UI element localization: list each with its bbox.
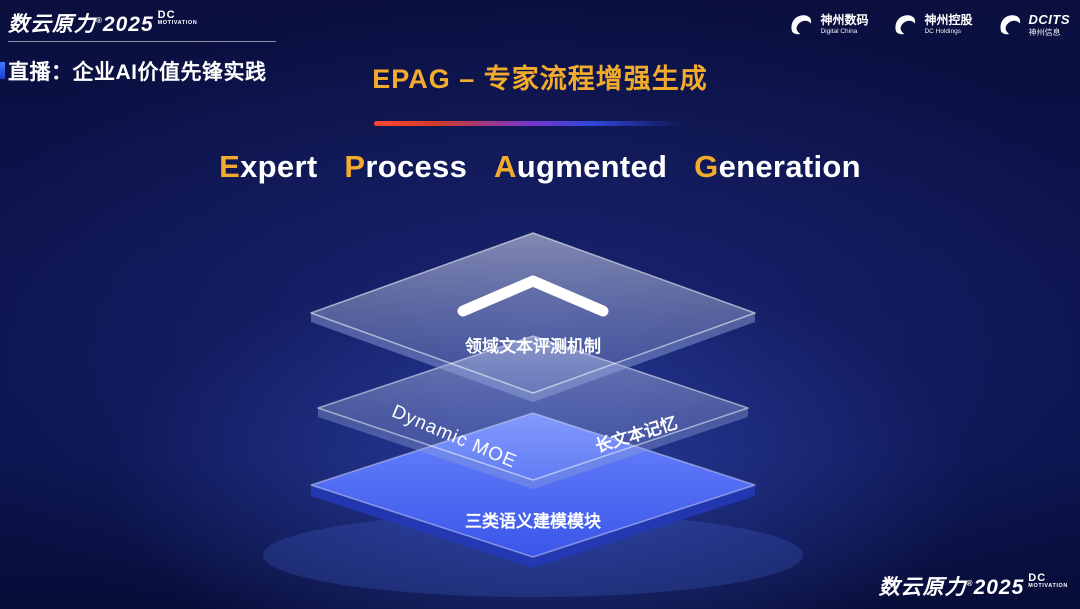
- logo-dc-holdings: 神州控股 DC Holdings: [892, 12, 973, 38]
- brand-dc-label: DC: [1028, 572, 1047, 584]
- logo-text: 神州数码 Digital China: [820, 13, 869, 36]
- brand-year: 2025: [973, 576, 1025, 599]
- brand-dc-label: DC: [157, 9, 176, 21]
- digital-china-swoosh-icon: [791, 15, 812, 35]
- corporate-logos: 神州数码 Digital China 神州控股 DC Holdings DCIT…: [788, 12, 1070, 38]
- live-label: 直播：企业AI价值先锋实践: [8, 61, 267, 84]
- layer-top-label: 领域文本评测机制: [465, 336, 601, 356]
- brand-name: 数云原力: [878, 576, 967, 599]
- brand-motivation-label: MOTIVATION: [1028, 583, 1068, 589]
- brand-motivation-label: MOTIVATION: [157, 20, 198, 26]
- logo-subtitle: 神州信息: [1028, 27, 1061, 37]
- logo-dcits: DCITS 神州信息: [997, 12, 1071, 38]
- logo-name: 神州控股: [924, 13, 973, 28]
- logo-text: 神州控股 DC Holdings: [924, 13, 973, 36]
- brand-name: 数云原力: [8, 13, 96, 36]
- layer-bottom-face: [310, 412, 756, 558]
- brand-wordmark: 数云原力®2025: [8, 8, 154, 38]
- brand-logo-bottom-right: 数云原力®2025 DC MOTIVATION: [879, 571, 1068, 601]
- logo-text: DCITS 神州信息: [1028, 11, 1071, 37]
- brand-subtext: DC MOTIVATION: [158, 10, 198, 27]
- slide-title: EPAG – 专家流程增强生成: [372, 64, 708, 94]
- layer-bottom: 三类语义建模模块: [310, 412, 756, 568]
- layer-top-face: [310, 232, 756, 394]
- logo-subtitle: DC Holdings: [924, 28, 961, 36]
- logo-subtitle: Digital China: [820, 28, 858, 36]
- brand-reg-mark: ®: [966, 579, 974, 588]
- title-word-rest: rocess: [365, 149, 468, 184]
- dc-holdings-swoosh-icon: [895, 15, 916, 35]
- chevron-up-icon: [457, 275, 609, 317]
- logo-digital-china: 神州数码 Digital China: [788, 12, 868, 38]
- title-accent-letter: A: [494, 149, 517, 184]
- brand-logo-top-left: 数云原力®2025 DC MOTIVATION: [8, 8, 276, 42]
- main-title-word: Expert: [219, 149, 317, 185]
- brand-reg-mark: ®: [96, 16, 103, 25]
- main-title-word: Augmented: [494, 149, 667, 185]
- layer-middle: Dynamic MOE 长文本记忆: [317, 335, 749, 489]
- layer-middle-face: [317, 335, 749, 481]
- layer-bottom-label: 三类语义建模模块: [465, 511, 602, 531]
- title-word-rest: ugmented: [516, 149, 668, 184]
- brand-row: 数云原力®2025 DC MOTIVATION: [8, 8, 276, 38]
- brand-subtext: DC MOTIVATION: [1028, 573, 1068, 590]
- gradient-divider: [374, 121, 694, 126]
- title-accent-letter: G: [694, 149, 719, 184]
- title-accent-letter: E: [219, 149, 241, 184]
- dcits-swoosh-icon: [999, 15, 1020, 35]
- main-title: Expert Process Augmented Generation: [0, 149, 1080, 185]
- live-accent-bar: [0, 62, 5, 79]
- brand-wordmark: 数云原力®2025: [879, 571, 1025, 601]
- logo-name: DCITS: [1028, 11, 1070, 27]
- title-accent-letter: P: [344, 149, 366, 184]
- brand-row: 数云原力®2025 DC MOTIVATION: [879, 571, 1068, 601]
- brand-underline: [8, 41, 276, 42]
- logo-name: 神州数码: [820, 13, 869, 28]
- title-word-rest: xpert: [240, 149, 318, 184]
- title-word-rest: eneration: [718, 149, 861, 184]
- layer-top: 领域文本评测机制: [310, 232, 756, 402]
- main-title-word: Process: [344, 149, 467, 185]
- brand-year: 2025: [102, 13, 154, 36]
- main-title-word: Generation: [694, 149, 861, 185]
